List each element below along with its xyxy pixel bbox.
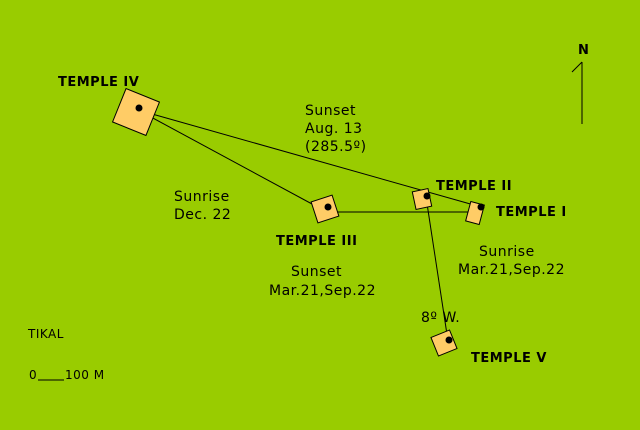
- temple-iii-marker: [324, 203, 332, 211]
- sunrise-dec-line-2: Dec. 22: [174, 207, 231, 223]
- north-label: N: [578, 43, 589, 58]
- sunset-aug-line-1: Sunset: [305, 103, 356, 119]
- scale-start-label: 0: [29, 368, 37, 382]
- sunset-mar-line-2: Mar.21,Sep.22: [269, 283, 376, 299]
- temple-ii-marker: [423, 192, 431, 200]
- temple-ii-label: TEMPLE II: [436, 179, 512, 194]
- temple-iv-label: TEMPLE IV: [58, 75, 139, 90]
- map-title: TIKAL: [27, 327, 64, 341]
- scale-end-label: 100 M: [65, 368, 105, 382]
- line-temple-iv-to-temple-iii: [137, 109, 326, 212]
- temple-i: [465, 200, 485, 226]
- temple-iv-marker: [135, 104, 143, 112]
- temple-i-marker: [477, 203, 485, 211]
- temple-i-label: TEMPLE I: [496, 205, 567, 220]
- north-arrow-icon: N: [571, 43, 589, 124]
- temple-v-marker: [445, 336, 453, 344]
- line-temple-ii-to-temple-v: [425, 196, 449, 342]
- temple-iii-label: TEMPLE III: [276, 234, 357, 249]
- sunset-aug-line-2: Aug. 13: [305, 121, 363, 137]
- temple-iv: [111, 87, 161, 137]
- temple-v: [430, 329, 458, 357]
- temple-ii: [411, 187, 433, 211]
- temple-v-label: TEMPLE V: [471, 351, 547, 366]
- sunrise-dec-line-1: Sunrise: [174, 189, 230, 205]
- sunset-mar-line-1: Sunset: [291, 264, 342, 280]
- deviation-label: 8º W.: [421, 310, 460, 326]
- scale-bar: 0 100 M: [29, 368, 105, 382]
- sunrise-mar-line-2: Mar.21,Sep.22: [458, 262, 565, 278]
- temple-iii: [310, 194, 340, 224]
- sunrise-mar-line-1: Sunrise: [479, 244, 535, 260]
- sunset-aug-line-3: (285.5º): [305, 139, 367, 155]
